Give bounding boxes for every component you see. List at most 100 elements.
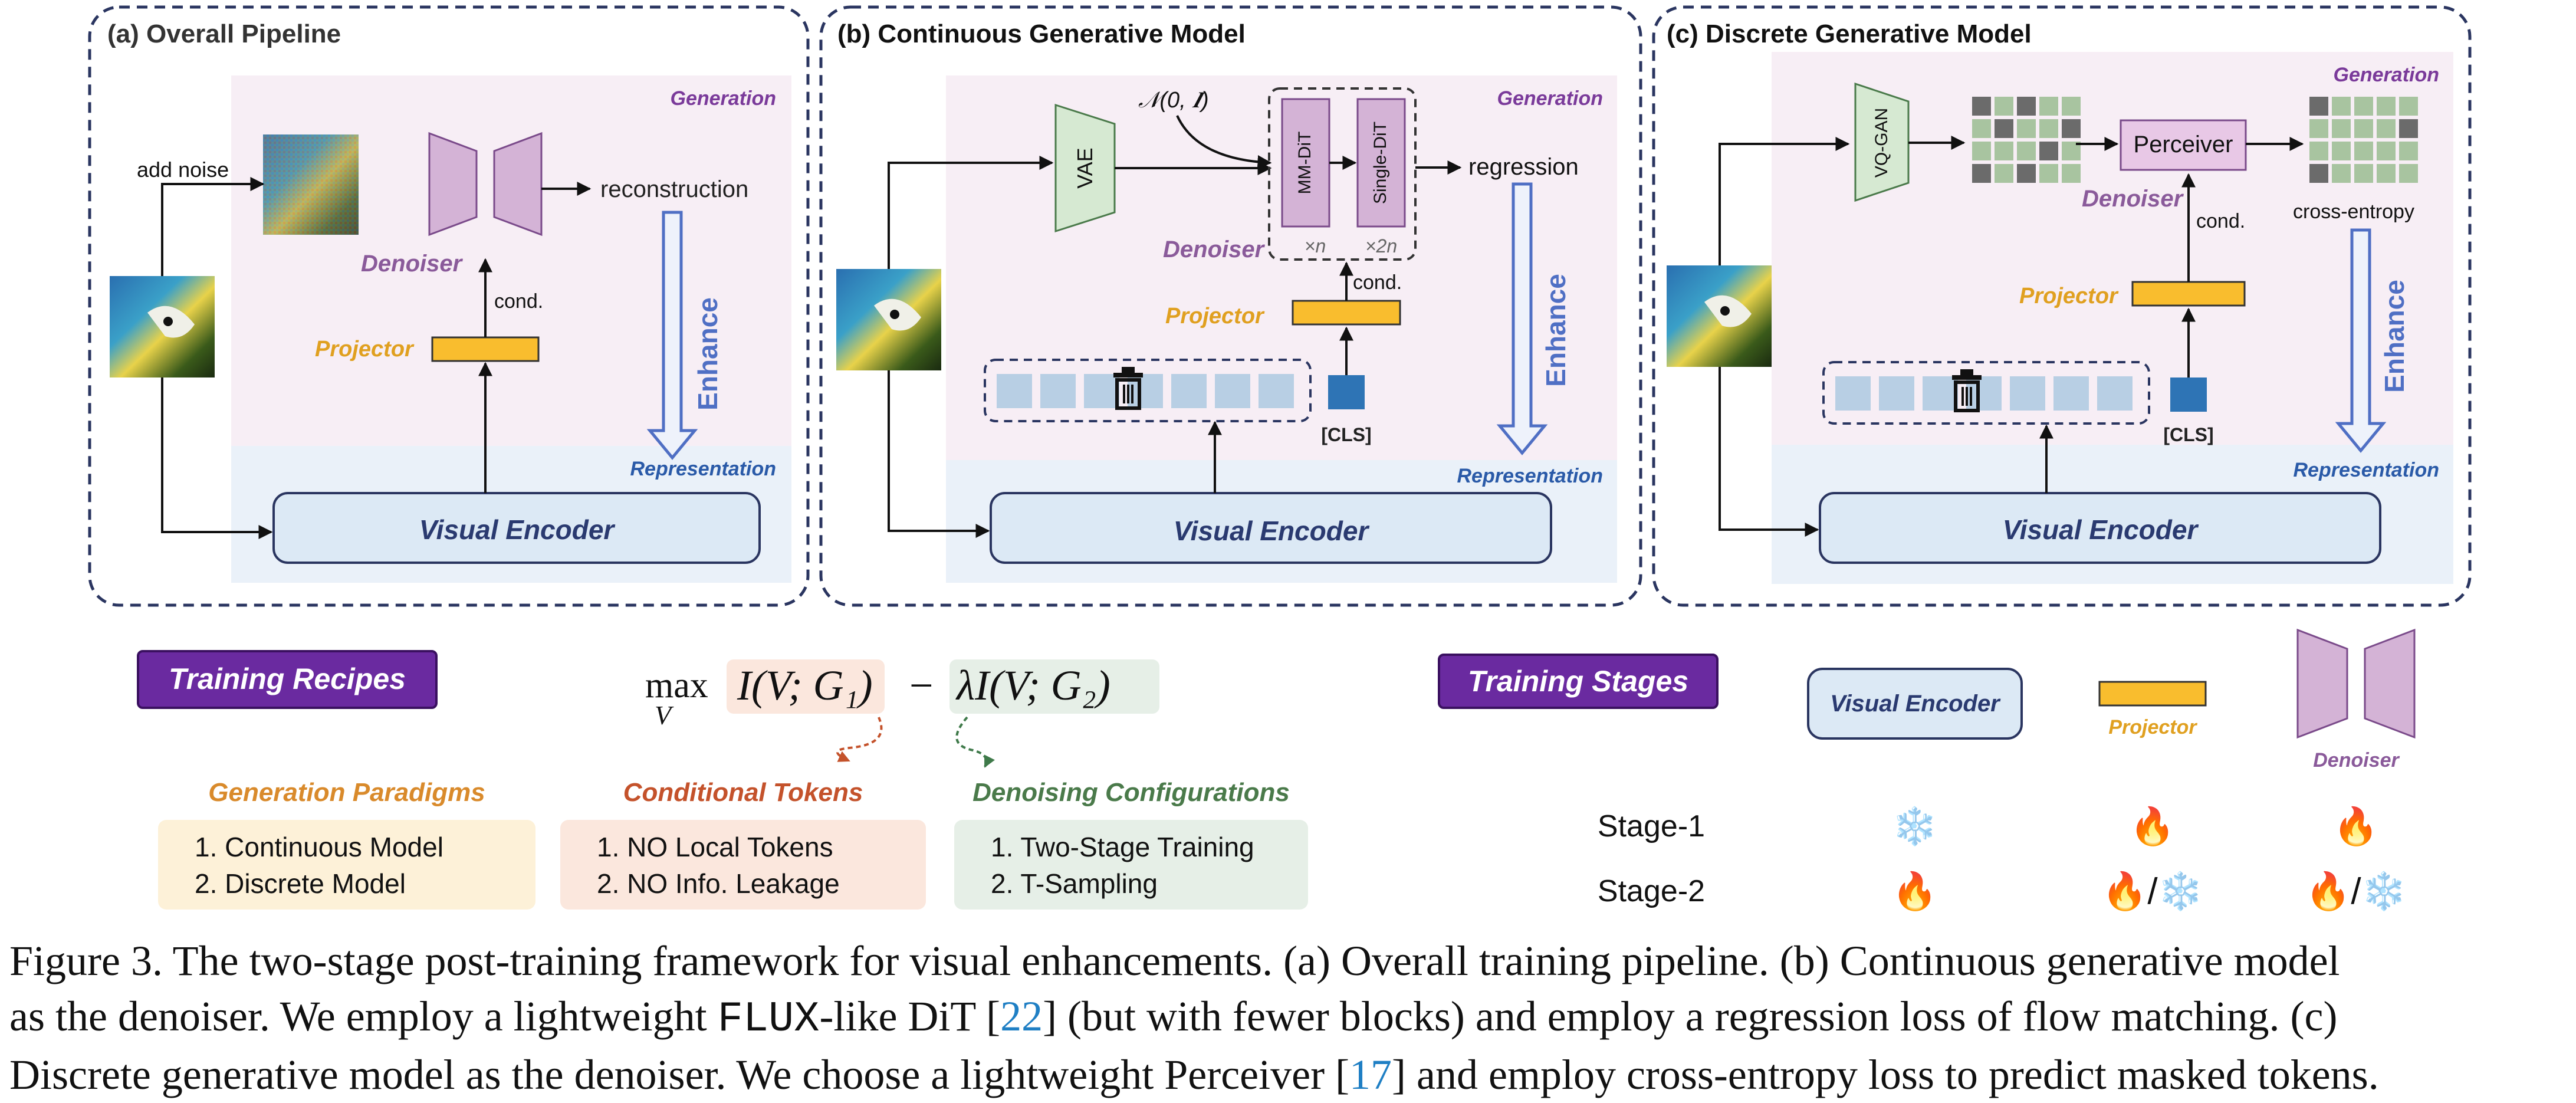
recipe-item: 2. NO Info. Leakage [597, 868, 840, 899]
local-tokens-group [1822, 361, 2150, 425]
stage-label: Stage-1 [1598, 809, 1705, 843]
perceiver-block [2120, 119, 2247, 171]
token-cell [1972, 142, 1991, 160]
training-recipes-badge [137, 650, 438, 709]
caption-line-2: as the denoiser. We employ a lightweight… [9, 993, 2338, 1043]
stage-denoiser-icon [2296, 628, 2416, 739]
token-cell [2309, 119, 2328, 138]
token-cell [2017, 119, 2036, 138]
denoiser-label: Denoiser [2082, 186, 2184, 212]
token-cell [2017, 164, 2036, 183]
projector-block [1292, 300, 1401, 326]
training-stages: Training Stages Visual Encoder Projector… [1438, 628, 2416, 912]
noisy-image [263, 134, 359, 235]
recipe-group-box [954, 820, 1308, 910]
token-cell [2039, 119, 2058, 138]
formula-term1: I(V; G₁) [737, 662, 873, 709]
formula-minus: − [909, 662, 934, 709]
token-cell [2377, 119, 2396, 138]
generation-label: Generation [671, 87, 776, 110]
panel-c: (c) Discrete Generative Model Generation… [1652, 5, 2472, 607]
stage-status-icon: 🔥/❄️ [2102, 870, 2203, 912]
term1-highlight [727, 659, 885, 714]
panel-a-title: (a) Overall Pipeline [107, 19, 341, 48]
visual-encoder [1819, 492, 2381, 564]
training-recipes-title: Training Recipes [169, 662, 406, 695]
token-cell [2062, 119, 2081, 138]
local-tokens [997, 374, 1294, 408]
token-cell [2309, 97, 2328, 116]
stage-projector-label: Projector [2108, 716, 2197, 738]
token-cell [2062, 164, 2081, 183]
generation-label: Generation [2334, 64, 2439, 86]
panel-a: (a) Overall Pipeline Generation Represen… [88, 5, 810, 607]
single-dit-multiplier: ×2n [1365, 235, 1397, 257]
projector-label: Projector [315, 337, 415, 362]
stage-status-icon: 🔥 [2130, 805, 2175, 847]
recipe-group-title: Generation Paradigms [208, 778, 485, 807]
caption-line-1: Figure 3. The two-stage post-training fr… [9, 937, 2340, 984]
stage-status-icon: 🔥 [2333, 805, 2378, 847]
stage-label: Stage-2 [1598, 874, 1705, 908]
citation-link[interactable]: 22 [1000, 993, 1043, 1040]
token-cell [2399, 119, 2418, 138]
training-stages-title: Training Stages [1468, 665, 1688, 698]
enhance-arrow: Enhance [2335, 228, 2410, 453]
token-cell [2399, 97, 2418, 116]
discrete-tokens-input [1972, 97, 2081, 183]
trash-icon [1113, 367, 1143, 410]
projector-label: Projector [1165, 304, 1265, 329]
local-tokens-group [984, 359, 1312, 422]
discrete-tokens-output [2309, 97, 2418, 183]
stage-projector-icon [2098, 681, 2207, 707]
projector-block [2131, 281, 2246, 307]
cls-label: [CLS] [2163, 424, 2213, 445]
single-dit-label: Single-DiT [1371, 122, 1390, 204]
token-cell [2354, 164, 2373, 183]
figure-caption: Figure 3. The two-stage post-training fr… [9, 933, 2567, 1102]
cls-label: [CLS] [1321, 424, 1371, 445]
token-cell [2399, 164, 2418, 183]
denoiser-label: Denoiser [361, 251, 464, 277]
stage-visual-encoder-label: Visual Encoder [1830, 691, 2001, 717]
denoiser-block [428, 132, 543, 237]
projector-label: Projector [2019, 284, 2119, 308]
visual-encoder-label: Visual Encoder [2003, 514, 2199, 545]
recipe-group-title: Denoising Configurations [972, 778, 1290, 807]
visual-encoder [990, 492, 1552, 564]
token-cell [2309, 164, 2328, 183]
panel-c-title: (c) Discrete Generative Model [1667, 19, 2032, 48]
token-cell [1972, 97, 1991, 116]
cls-token [2170, 377, 2207, 412]
caption-line-3: Discrete generative model as the denoise… [9, 1051, 2379, 1098]
projector-block [431, 336, 540, 362]
token-cell [2354, 119, 2373, 138]
vq-gan-label: VQ-GAN [1872, 108, 1891, 178]
recipe-item: 2. T-Sampling [991, 868, 1158, 899]
recipe-group-title: Conditional Tokens [623, 778, 863, 807]
enhance-arrow: Enhance [1496, 182, 1571, 455]
token-cell [2039, 142, 2058, 160]
generation-label: Generation [1497, 87, 1603, 110]
token-cell [2354, 142, 2373, 160]
stage-status-icon: 🔥 [1892, 870, 1937, 912]
denoiser-label: Denoiser [1163, 237, 1266, 262]
training-recipes: Training Recipes max V I(V; G₁) − λI(V; … [137, 650, 1308, 910]
cond-label: cond. [1353, 271, 1402, 294]
representation-label: Representation [1457, 465, 1604, 487]
visual-encoder-label: Visual Encoder [419, 514, 616, 545]
token-cell [1972, 164, 1991, 183]
token-cell [1995, 142, 2013, 160]
enhance-label: Enhance [692, 297, 723, 411]
mm-dit-multiplier: ×n [1305, 235, 1326, 257]
local-tokens [1835, 376, 2133, 411]
token-cell [2332, 119, 2351, 138]
recipe-group-box [560, 820, 926, 910]
token-cell [1995, 119, 2013, 138]
citation-link[interactable]: 17 [1349, 1051, 1392, 1098]
token-cell [2062, 97, 2081, 116]
cls-token [1328, 375, 1365, 409]
token-cell [2332, 164, 2351, 183]
stage-denoiser-label: Denoiser [2313, 749, 2400, 772]
